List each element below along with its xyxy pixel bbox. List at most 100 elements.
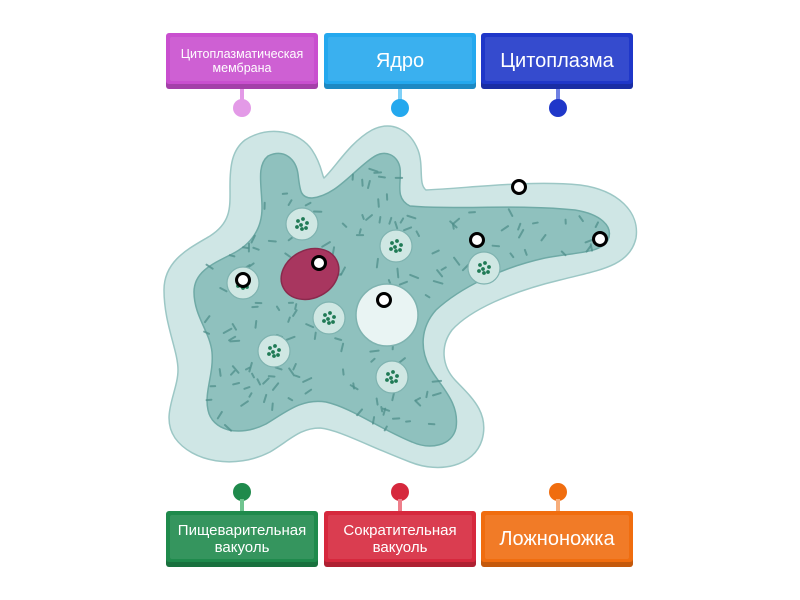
label-nucleus[interactable]: Ядро [324, 33, 476, 89]
pin-dot-contractile[interactable] [391, 483, 409, 501]
cytoplasm-granule [388, 216, 393, 225]
hotspot-membrane[interactable] [511, 179, 527, 195]
cytoplasm-granule [414, 397, 421, 402]
cytoplasm-granule [340, 342, 345, 353]
food-particle [393, 245, 397, 249]
food-particle [300, 227, 304, 231]
cytoplasm-granule [367, 179, 371, 189]
cytoplasm-granule [339, 266, 346, 276]
food-particle [331, 320, 335, 324]
hotspot-contractile-vacuole[interactable] [376, 292, 392, 308]
cytoplasm-granule [294, 374, 301, 379]
cytoplasm-granule [222, 327, 233, 335]
cytoplasm-granule [377, 175, 386, 179]
cytoplasm-granule [452, 217, 461, 225]
cytoplasm-granule [509, 252, 515, 259]
pin-dot-digestive[interactable] [233, 483, 251, 501]
cytoplasm-granule [334, 337, 343, 342]
food-particle [268, 346, 272, 350]
cytoplasm-granule [373, 171, 383, 174]
cytoplasm-granule [523, 248, 528, 256]
cytoplasm-granule [517, 222, 522, 231]
pin-dot-pseudopod[interactable] [549, 483, 567, 501]
label-contractile-vacuole[interactable]: Сократительная вакуоль [324, 511, 476, 567]
cytoplasm-granule [578, 215, 584, 223]
food-particle [326, 317, 330, 321]
cytoplasm-granule [285, 335, 296, 341]
cytoplasm-granule [271, 402, 274, 411]
food-particle [332, 315, 336, 319]
cytoplasm-granule [540, 234, 547, 242]
cytoplasm-granule [532, 221, 539, 225]
cytoplasm-granule [263, 393, 268, 404]
hotspot-pseudopod[interactable] [592, 231, 608, 247]
pin-stem-cytoplasm [556, 89, 560, 101]
cytoplasm-granule [394, 221, 399, 230]
cytoplasm-granule [305, 323, 315, 329]
label-pseudopod-text: Ложноножка [499, 527, 615, 550]
food-particle [304, 226, 308, 230]
cytoplasm-granule [287, 316, 291, 323]
cytoplasm-granule [491, 244, 501, 248]
cytoplasm-granule [585, 245, 592, 253]
food-particle [295, 225, 299, 229]
pin-dot-membrane[interactable] [233, 99, 251, 117]
cytoplasm-granule [383, 425, 388, 432]
cytoplasm-granule [240, 400, 249, 407]
pin-dot-nucleus[interactable] [391, 99, 409, 117]
food-particle [271, 350, 275, 354]
cytoplasm-granule [451, 222, 455, 230]
cytoplasm-granule [288, 367, 296, 377]
food-particle [386, 372, 390, 376]
label-digestive-vacuole[interactable]: Пищеварительная вакуоль [166, 511, 318, 567]
pin-stem-digestive [240, 499, 244, 511]
cytoplasm-granule [440, 266, 447, 271]
food-particle [272, 354, 276, 358]
cytoplasm-granule [432, 280, 444, 285]
label-cytoplasm[interactable]: Цитоплазма [481, 33, 633, 89]
cytoplasm-granule [256, 378, 262, 386]
food-particle [296, 219, 300, 223]
cytoplasm-granule [358, 228, 362, 235]
hotspot-nucleus[interactable] [311, 255, 327, 271]
cytoplasm-granule [216, 410, 223, 420]
food-particle [483, 261, 487, 265]
cytoplasm-granule [431, 379, 443, 383]
hotspot-digestive-vacuole[interactable] [235, 272, 251, 288]
food-particle [389, 376, 393, 380]
cytoplasm-granule [431, 249, 440, 255]
cytoplasm-granule [370, 357, 376, 363]
food-particle [482, 271, 486, 275]
food-particle [276, 353, 280, 357]
cytoplasm-granule [218, 368, 222, 377]
cytoplasm-granule [248, 361, 253, 373]
food-particle [477, 269, 481, 273]
cytoplasm-granule [248, 262, 255, 268]
cytoplasm-granule [594, 221, 600, 228]
cytoplasm-granule [304, 201, 312, 207]
cytoplasm-granule [409, 273, 420, 280]
label-digestive-vacuole-text: Пищеварительная вакуоль [177, 521, 307, 556]
cytoplasm-granule [507, 208, 514, 217]
food-particle [398, 248, 402, 252]
hotspot-cytoplasm[interactable] [469, 232, 485, 248]
cytoplasm-granule [425, 390, 429, 399]
cytoplasm-granule [252, 246, 260, 251]
food-particle [328, 311, 332, 315]
label-cytoplasmic-membrane[interactable]: Цитоплазматическая мембрана [166, 33, 318, 89]
food-particle [277, 348, 281, 352]
cytoplasm-granule [254, 320, 258, 329]
cytoplasm-granule [304, 388, 313, 395]
cytoplasm-granule [250, 234, 256, 244]
cytoplasm-granule [399, 217, 405, 224]
label-cytoplasmic-membrane-text: Цитоплазматическая мембрана [180, 46, 304, 75]
food-particle [391, 370, 395, 374]
label-pseudopod[interactable]: Ложноножка [481, 511, 633, 567]
pin-dot-cytoplasm[interactable] [549, 99, 567, 117]
food-particle [481, 267, 485, 271]
food-particle [390, 241, 394, 245]
food-particle [305, 221, 309, 225]
cytoplasm-granule [203, 315, 211, 324]
cytoplasm-granule [229, 339, 241, 343]
